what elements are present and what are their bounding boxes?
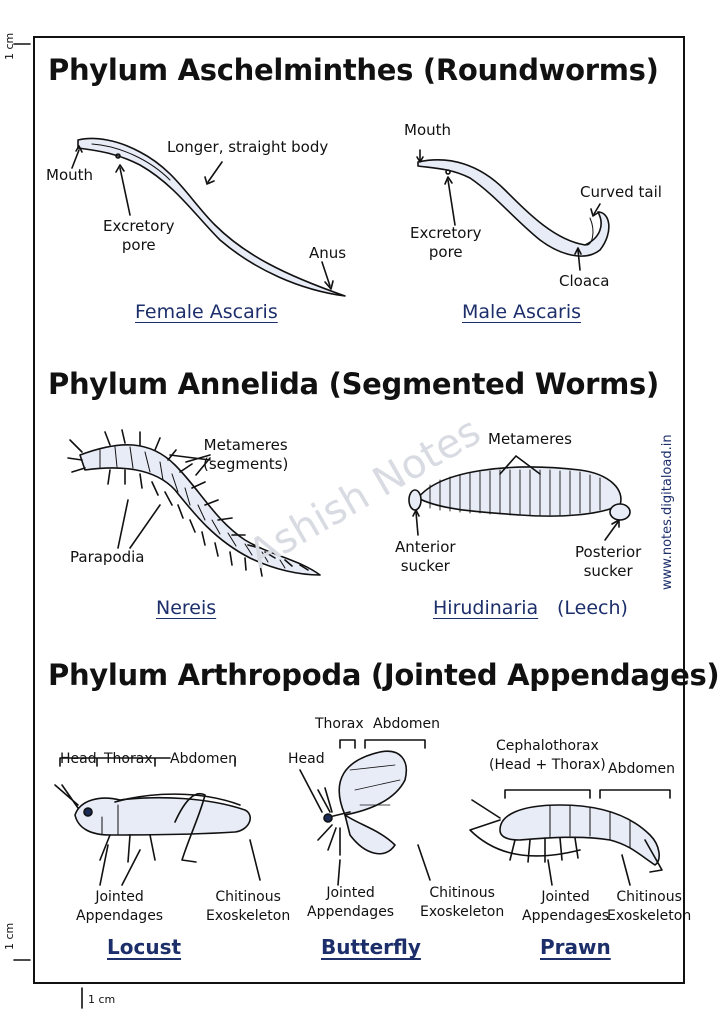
leech-drawing xyxy=(408,455,631,541)
label-butterfly-jointed: Jointed Appendages xyxy=(307,885,395,920)
caption-female-ascaris: Female Ascaris xyxy=(135,301,278,323)
label-nereis-parapodia: Parapodia xyxy=(70,548,145,566)
label-butterfly-head: Head xyxy=(288,751,325,767)
label-locust-jointed: Jointed Appendages xyxy=(76,889,164,924)
label-male-cloaca: Cloaca xyxy=(559,272,610,290)
label-prawn-abdomen: Abdomen xyxy=(608,761,676,777)
label-locust-abdomen: Abdomen xyxy=(170,751,238,767)
male-ascaris-drawing xyxy=(416,149,610,271)
label-female-pore: Excretory pore xyxy=(103,217,175,254)
label-butterfly-thorax: Thorax xyxy=(315,716,364,732)
label-female-mouth: Mouth xyxy=(46,166,94,184)
label-butterfly-chitinous: Chitinous Exoskeleton xyxy=(420,885,505,920)
scale-mark-bottom: 1 cm xyxy=(88,993,116,1006)
label-female-body: Longer, straight body xyxy=(167,138,329,156)
caption-butterfly: Butterfly xyxy=(321,935,421,959)
label-prawn-jointed: Jointed Appendages xyxy=(522,889,610,924)
nereis-drawing xyxy=(67,429,321,577)
butterfly-drawing xyxy=(299,739,431,886)
label-prawn-cephalothorax: Cephalothorax (Head + Thorax) xyxy=(489,738,606,773)
prawn-drawing xyxy=(469,789,671,886)
label-male-pore: Excretory pore xyxy=(410,224,482,261)
label-nereis-metameres: Metameres (segments) xyxy=(203,436,289,473)
caption-nereis: Nereis xyxy=(156,597,217,619)
label-prawn-chitinous: Chitinous Exoskeleton xyxy=(607,889,692,924)
label-leech-metameres: Metameres xyxy=(488,430,572,448)
page-frame xyxy=(33,36,685,984)
label-butterfly-abdomen: Abdomen xyxy=(373,716,441,732)
label-female-anus: Anus xyxy=(309,244,347,262)
caption-prawn: Prawn xyxy=(540,935,611,959)
website-url: www.notes.digitaload.in xyxy=(660,434,675,590)
label-male-tail: Curved tail xyxy=(580,183,662,201)
label-locust-head: Head xyxy=(60,751,97,767)
locust-drawing xyxy=(54,757,261,886)
label-locust-chitinous: Chitinous Exoskeleton xyxy=(206,889,291,924)
label-leech-posterior: Posterior sucker xyxy=(575,543,642,580)
female-ascaris-drawing xyxy=(71,137,346,297)
label-leech-anterior: Anterior sucker xyxy=(395,538,456,575)
caption-leech-suffix: (Leech) xyxy=(557,597,628,619)
heading-annelida: Phylum Annelida (Segmented Worms) xyxy=(48,367,659,401)
caption-locust: Locust xyxy=(107,935,182,959)
heading-aschelminthes: Phylum Aschelminthes (Roundworms) xyxy=(48,53,659,87)
label-male-mouth: Mouth xyxy=(404,121,452,139)
caption-hirudinaria: Hirudinaria xyxy=(433,597,539,619)
caption-male-ascaris: Male Ascaris xyxy=(462,301,582,323)
label-locust-thorax: Thorax xyxy=(104,751,153,767)
heading-arthropoda: Phylum Arthropoda (Jointed Appendages) xyxy=(48,658,718,692)
